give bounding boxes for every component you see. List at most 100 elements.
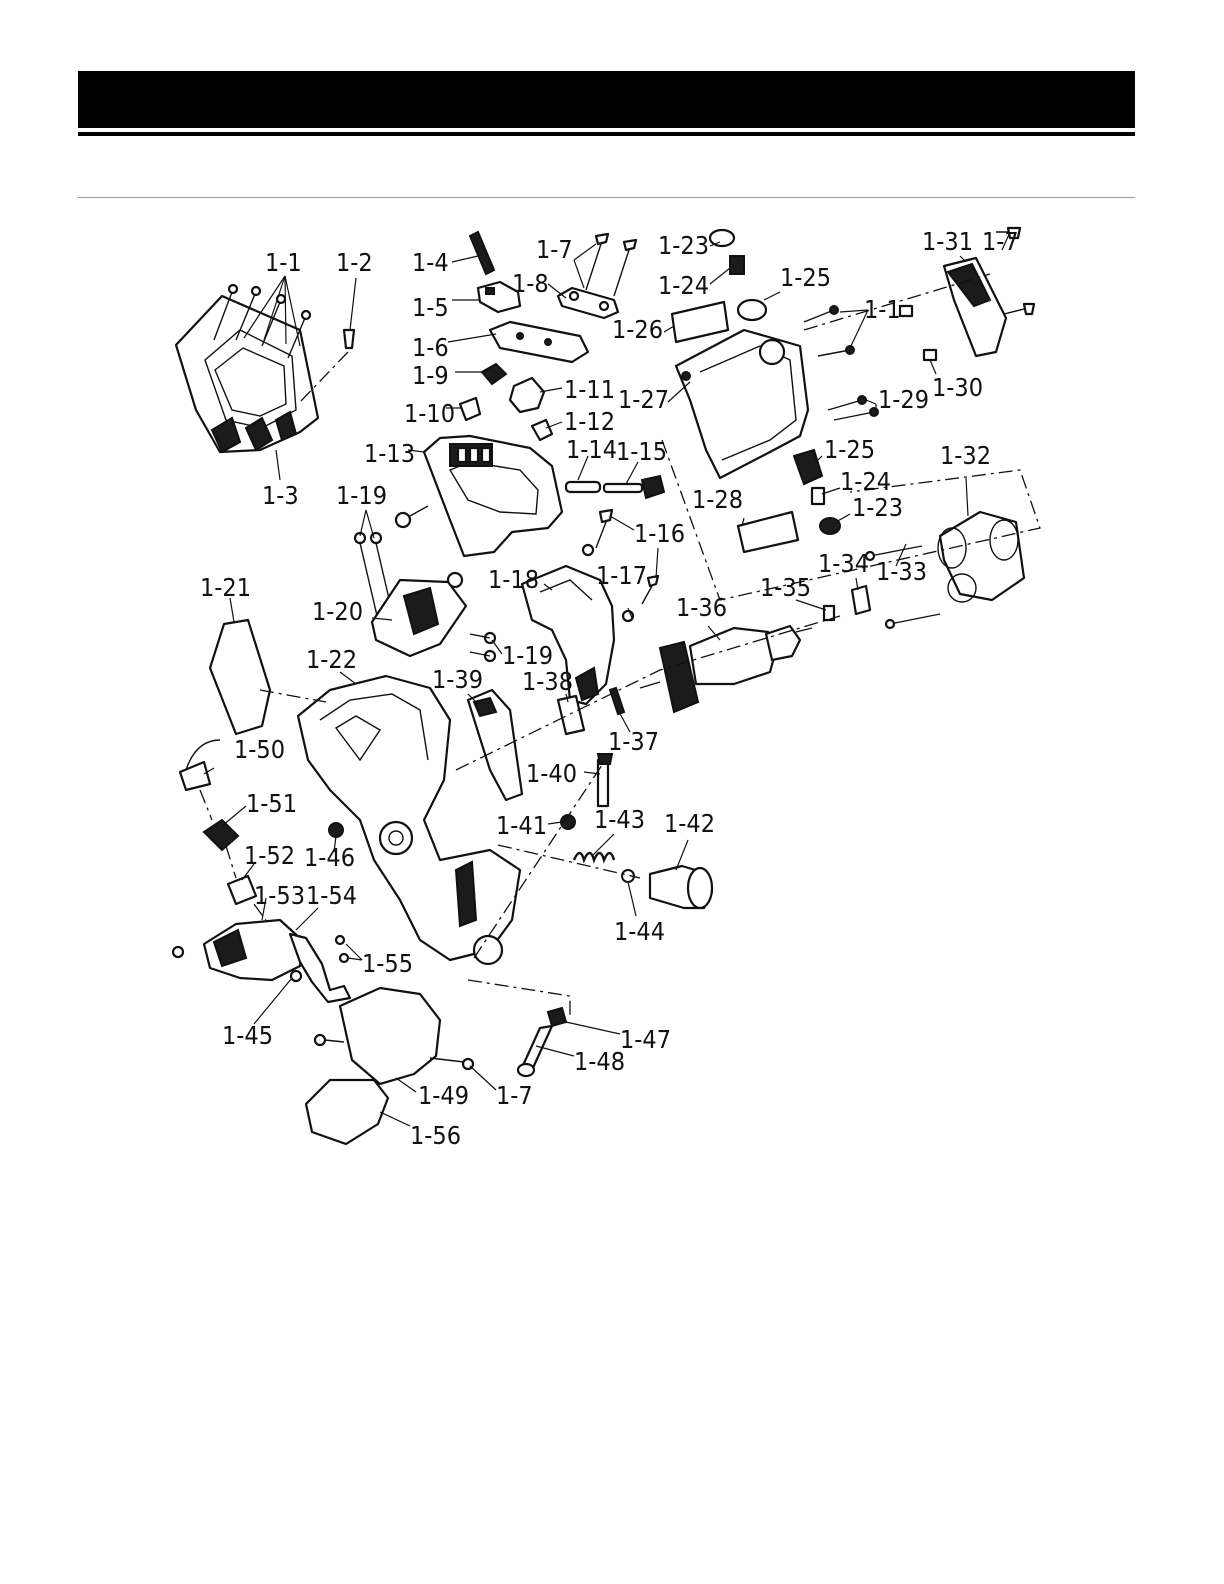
axis-line (299, 351, 349, 403)
knob-1-42 (648, 864, 714, 910)
label-1-24-bottom: 1-24 (840, 467, 891, 496)
assembly-axis-lines (199, 273, 1041, 1016)
label-1-13: 1-13 (364, 439, 415, 468)
label-1-52: 1-52 (244, 841, 295, 870)
label-1-44: 1-44 (614, 917, 665, 946)
screws-1-7-top (585, 232, 638, 297)
parts-1-9-to-1-12 (458, 362, 554, 442)
guard-1-49 (313, 986, 475, 1086)
label-1-3: 1-3 (262, 481, 299, 510)
label-1-53: 1-53 (254, 881, 305, 910)
label-1-5: 1-5 (412, 293, 449, 322)
label-1-23-bottom: 1-23 (852, 493, 903, 522)
label-1-48: 1-48 (574, 1047, 625, 1076)
label-1-23-top: 1-23 (658, 231, 709, 260)
header-rule (78, 132, 1135, 136)
label-1-16: 1-16 (634, 519, 685, 548)
bolt-1-40 (596, 753, 614, 808)
label-1-1-right: 1-1 (864, 295, 901, 324)
label-1-25-bottom: 1-25 (824, 435, 875, 464)
switch-1-5 (476, 280, 522, 314)
label-1-34: 1-34 (818, 549, 869, 578)
label-1-19-upper: 1-19 (336, 481, 387, 510)
grip-1-18 (520, 564, 616, 706)
label-1-8: 1-8 (512, 269, 549, 298)
label-1-1: 1-1 (265, 248, 302, 277)
screws-1-19 (353, 531, 497, 663)
brush-assembly-bottom (792, 448, 841, 535)
label-boxes-1-26-1-28 (670, 300, 800, 554)
screws-1-29 (803, 305, 879, 421)
holder-1-6 (488, 320, 590, 364)
header-bar (78, 71, 1135, 128)
stator-1-32 (937, 510, 1026, 603)
label-1-45: 1-45 (222, 1021, 273, 1050)
label-1-22: 1-22 (306, 645, 357, 674)
label-1-2: 1-2 (336, 248, 373, 277)
label-1-27: 1-27 (618, 385, 669, 414)
label-1-46: 1-46 (304, 843, 355, 872)
screws-1-16-1-17 (581, 508, 660, 623)
bushing-1-30 (898, 304, 938, 362)
bracket-1-45 (171, 918, 352, 1004)
label-1-29: 1-29 (878, 385, 929, 414)
clamp-1-8 (556, 286, 620, 320)
label-1-39: 1-39 (432, 665, 483, 694)
leader-lines (203, 231, 1011, 1127)
label-1-18: 1-18 (488, 565, 539, 594)
washer-1-46 (328, 822, 344, 838)
label-1-32: 1-32 (940, 441, 991, 470)
label-1-43: 1-43 (594, 805, 645, 834)
label-1-9: 1-9 (412, 361, 449, 390)
parts-1-50-1-52 (178, 739, 258, 906)
label-1-38: 1-38 (522, 667, 573, 696)
label-1-56: 1-56 (410, 1121, 461, 1150)
label-1-40: 1-40 (526, 759, 577, 788)
label-1-7-bottom: 1-7 (496, 1081, 533, 1110)
label-1-10: 1-10 (404, 399, 455, 428)
label-1-47: 1-47 (620, 1025, 671, 1054)
parts-1-34-1-35 (822, 584, 872, 622)
label-1-21: 1-21 (200, 573, 251, 602)
label-1-6: 1-6 (412, 333, 449, 362)
label-1-14: 1-14 (566, 435, 617, 464)
label-1-11: 1-11 (564, 375, 615, 404)
label-1-37: 1-37 (608, 727, 659, 756)
label-1-26: 1-26 (612, 315, 663, 344)
label-1-51: 1-51 (246, 789, 297, 818)
label-1-24-top: 1-24 (658, 271, 709, 300)
label-1-41: 1-41 (496, 811, 547, 840)
label-1-4: 1-4 (412, 248, 449, 277)
label-1-49: 1-49 (418, 1081, 469, 1110)
label-1-55: 1-55 (362, 949, 413, 978)
bracket-1-39 (466, 688, 524, 802)
label-1-15: 1-15 (616, 437, 667, 466)
label-1-20: 1-20 (312, 597, 363, 626)
screw-1-2 (342, 328, 356, 350)
armature-1-36 (639, 624, 813, 714)
brush-assembly-top (708, 228, 768, 322)
bracket-1-20 (370, 578, 468, 658)
parts-1-37-1-38 (556, 686, 626, 736)
end-cap-1-31 (942, 226, 1036, 358)
section-divider (78, 197, 1135, 198)
screws-1-33 (864, 545, 941, 630)
screws-1-13 (394, 505, 464, 589)
label-1-33: 1-33 (876, 557, 927, 586)
label-1-35: 1-35 (760, 573, 811, 602)
label-1-30: 1-30 (932, 373, 983, 402)
label-1-54: 1-54 (306, 881, 357, 910)
label-1-19-lower: 1-19 (502, 641, 553, 670)
label-1-50: 1-50 (234, 735, 285, 764)
part-number-labels: 1-1 1-2 1-3 1-4 1-5 1-6 1-7 1-8 1-9 1-10… (200, 227, 1019, 1150)
label-1-7-top: 1-7 (536, 235, 573, 264)
guard-1-56 (304, 1078, 390, 1146)
handle-1-13 (422, 434, 564, 558)
part-top-cover (174, 294, 320, 454)
label-1-36: 1-36 (676, 593, 727, 622)
parts-1-14-1-15 (564, 474, 666, 500)
label-1-21 (208, 618, 272, 736)
blade-housing-1-22 (296, 674, 522, 966)
label-1-17: 1-17 (596, 561, 647, 590)
label-1-31: 1-31 (922, 227, 973, 256)
